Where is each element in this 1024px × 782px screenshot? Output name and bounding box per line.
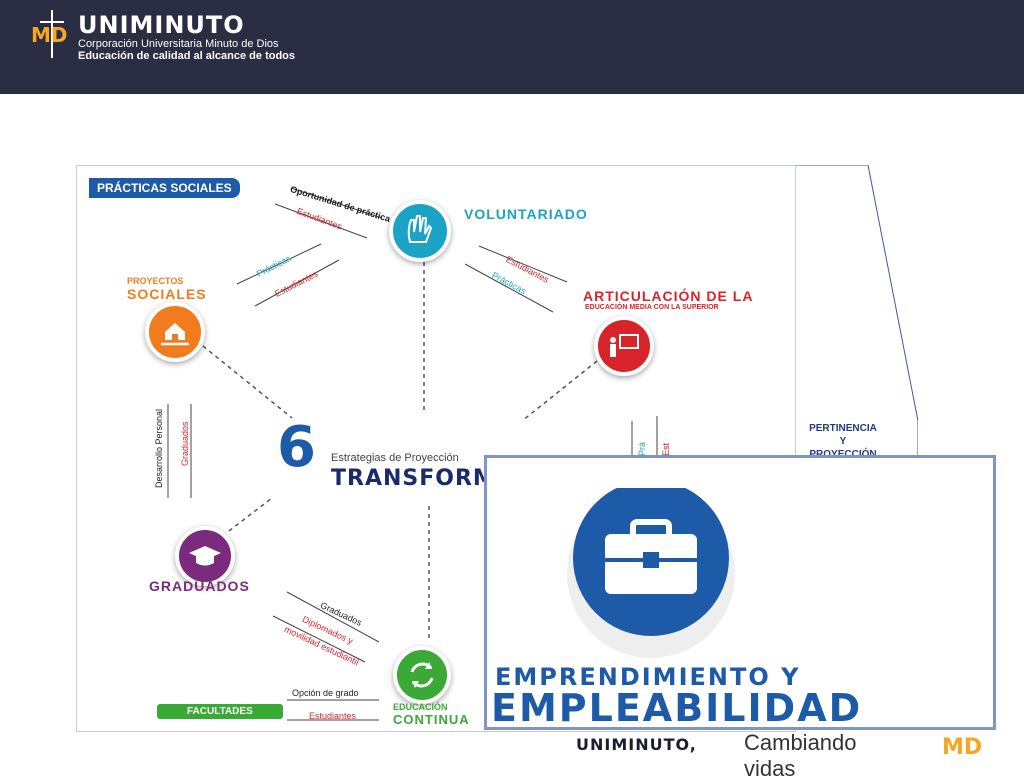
articulacion-label-line1: ARTICULACIÓN DE LA xyxy=(583,288,754,304)
graduados-node xyxy=(175,526,235,586)
flow-graduados: Graduados xyxy=(180,421,190,466)
brand-block: UNIMINUTO Corporación Universitaria Minu… xyxy=(78,12,295,62)
flow-estudiantes-4: Estudiantes xyxy=(309,711,357,721)
side-panel-line3: PROYECCIÓN xyxy=(806,448,880,461)
graduados-label: GRADUADOS xyxy=(149,578,250,594)
proyectos-sociales-node xyxy=(145,302,205,362)
side-panel-shape xyxy=(794,165,918,465)
refresh-icon xyxy=(410,662,434,688)
side-panel-line2: Y xyxy=(839,436,847,447)
side-panel-line1: PERTINENCIA xyxy=(809,423,877,434)
educacion-label-line2: CONTINUA xyxy=(393,712,470,727)
header-bar: MD UNIMINUTO Corporación Universitaria M… xyxy=(0,0,1024,94)
footer-slogan: Cambiando vidas xyxy=(744,730,857,781)
diagram-connectors xyxy=(167,187,658,721)
educacion-continua-node xyxy=(393,646,451,704)
brand-name: UNIMINUTO xyxy=(78,11,245,39)
card-title-line2: EMPLEABILIDAD xyxy=(491,686,863,730)
graduation-cap-icon xyxy=(189,546,221,566)
voluntariado-node xyxy=(389,200,451,262)
voluntariado-label: VOLUNTARIADO xyxy=(464,206,588,222)
hands-icon xyxy=(407,215,433,243)
briefcase-icon xyxy=(567,488,735,658)
proyectos-label-line2: SOCIALES xyxy=(127,286,207,302)
articulacion-node xyxy=(594,316,654,376)
card-title-line1: EMPRENDIMIENTO Y xyxy=(495,663,801,691)
footer-logo-text: MD xyxy=(942,735,982,760)
logo-md-text: MD xyxy=(31,23,68,47)
flow-pra-partial: Prá xyxy=(637,441,647,456)
emprendimiento-card: EMPRENDIMIENTO Y EMPLEABILIDAD xyxy=(484,455,996,730)
uniminuto-logo-icon: MD xyxy=(31,10,68,58)
educacion-label-line1: EDUCACIÓN xyxy=(393,702,448,712)
flow-opcion-grado: Opción de grado xyxy=(292,688,359,698)
brand-subtitle: Corporación Universitaria Minuto de Dios xyxy=(78,38,279,50)
teacher-board-icon xyxy=(610,334,639,357)
footer-brand: UNIMINUTO, xyxy=(576,735,697,754)
footer-logo-icon: MD xyxy=(942,735,982,760)
articulacion-label-line2: EDUCACIÓN MEDIA CON LA SUPERIOR xyxy=(585,304,719,311)
facultades-label: FACULTADES xyxy=(157,704,283,719)
center-number: 6 xyxy=(277,415,316,480)
side-panel-text: PERTINENCIA Y PROYECCIÓN xyxy=(806,422,880,461)
flow-desarrollo: Desarrollo Personal xyxy=(154,408,164,488)
center-title: TRANSFORMA xyxy=(331,466,514,491)
center-subtitle: Estrategias de Proyección xyxy=(331,452,459,464)
section-label-practicas: PRÁCTICAS SOCIALES xyxy=(89,178,240,198)
brand-tagline: Educación de calidad al alcance de todos xyxy=(78,50,296,62)
proyectos-label-line1: PROYECTOS xyxy=(127,276,184,286)
house-hand-icon xyxy=(161,323,189,346)
